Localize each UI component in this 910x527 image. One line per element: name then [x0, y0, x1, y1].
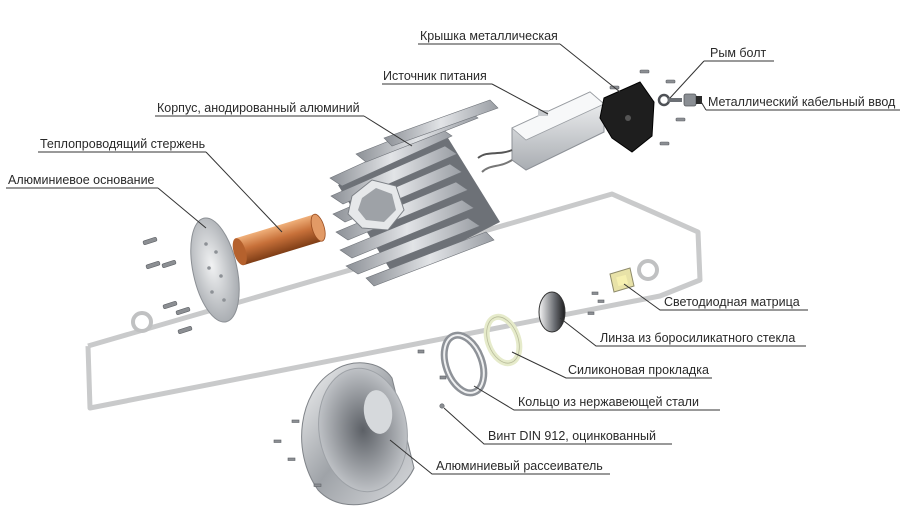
- label-led-matrix: Светодиодная матрица: [664, 295, 800, 309]
- label-heat-rod: Теплопроводящий стержень: [40, 137, 205, 151]
- label-gasket: Силиконовая прокладка: [568, 363, 709, 377]
- base-screws: [142, 237, 193, 334]
- led-screws: [587, 291, 605, 315]
- cover-screws: [609, 69, 686, 146]
- circuit-node-right: [637, 259, 659, 281]
- label-cable-gland: Металлический кабельный ввод: [708, 95, 896, 109]
- glass-lens: [538, 291, 566, 333]
- label-cover: Крышка металлическая: [420, 29, 558, 43]
- eye-bolt: [657, 93, 682, 107]
- reflector-screws: [273, 419, 322, 487]
- led-matrix: [609, 267, 635, 293]
- aluminum-base: [190, 217, 240, 323]
- heatsink-housing: [329, 99, 500, 287]
- label-eyebolt: Рым болт: [710, 46, 767, 60]
- aluminum-reflector: [301, 362, 415, 506]
- copper-heat-rod: [232, 213, 326, 266]
- label-lens: Линза из боросиликатного стекла: [600, 331, 795, 345]
- label-ring: Кольцо из нержавеющей стали: [518, 395, 699, 409]
- label-power-supply: Источник питания: [383, 69, 487, 83]
- label-reflector: Алюминиевый рассеиватель: [436, 459, 603, 473]
- ring-screws: [417, 349, 447, 409]
- leader-lines: [6, 43, 900, 475]
- label-housing: Корпус, анодированный алюминий: [157, 101, 360, 115]
- circuit-node-left: [131, 311, 153, 333]
- stainless-ring: [440, 331, 488, 397]
- silicone-gasket: [483, 313, 523, 367]
- label-screw: Винт DIN 912, оцинкованный: [488, 429, 656, 443]
- label-base: Алюминиевое основание: [8, 173, 155, 187]
- cable-gland: [683, 93, 702, 107]
- metal-cover: [599, 81, 655, 153]
- circuit-decoration: [85, 191, 703, 411]
